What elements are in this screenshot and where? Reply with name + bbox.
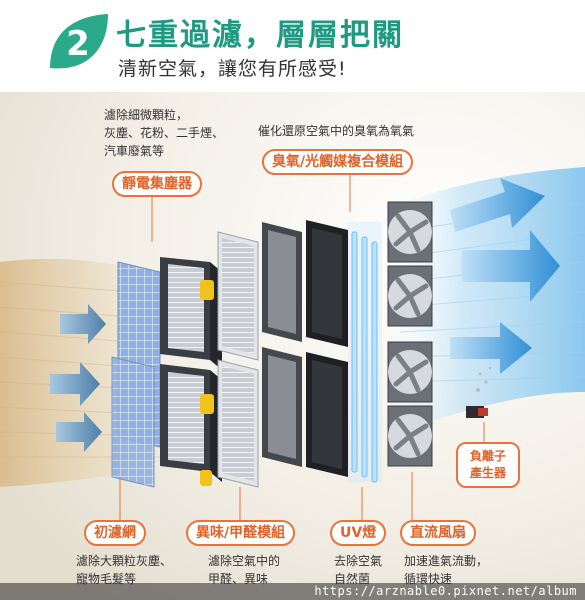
watermark-url: https://arznable0.pixnet.net/album (314, 584, 577, 598)
watermark-bar: https://arznable0.pixnet.net/album (0, 583, 585, 600)
ozone-photocatalyst-module (262, 220, 348, 477)
pre-filter-description: 濾除大顆粒灰塵、 寵物毛髮等 (76, 554, 173, 586)
ozone-label: 臭氧/光觸媒複合模組 (262, 149, 414, 175)
filter-illustration: 濾除細微顆粒， 灰塵、花粉、二手煙、 汽車廢氣等 靜電集塵器 催化還原空氣中的臭… (0, 92, 585, 600)
pre-filter (111, 261, 161, 488)
inflow-arrow (50, 362, 100, 406)
filter-diagram (0, 92, 585, 600)
header: 2 七重過濾，層層把關 清新空氣，讓您有所感受! (0, 0, 585, 92)
odor-module (217, 231, 259, 488)
uv-lamp-label: UV燈 (330, 520, 387, 546)
inflow-arrow (60, 304, 106, 344)
electrostatic-collector (160, 257, 222, 486)
odor-module-description: 濾除空氣中的 甲醛、異味 (208, 554, 281, 586)
ozone-description: 催化還原空氣中的臭氧為氧氣 (258, 124, 415, 138)
dc-fan (387, 201, 433, 467)
dc-fan-description: 加速進氣流動， 循環快速 (404, 554, 489, 586)
outflow-arrow (450, 178, 545, 232)
uv-lamp (348, 222, 382, 483)
dc-fan-label: 直流風扇 (400, 520, 476, 546)
outflow-arrow (462, 230, 560, 302)
step-number: 2 (66, 24, 90, 64)
ion-generator (466, 366, 492, 418)
pre-filter-label: 初濾網 (84, 520, 146, 546)
odor-module-label: 異味/甲醛模組 (186, 520, 296, 546)
inflow-arrow (56, 412, 102, 452)
electrostatic-label: 靜電集塵器 (112, 171, 202, 197)
ion-generator-label: 負離子 產生器 (456, 442, 520, 488)
outflow-arrow (450, 322, 532, 374)
leaf-icon (50, 14, 108, 69)
electrostatic-description: 濾除細微顆粒， 灰塵、花粉、二手煙、 汽車廢氣等 (104, 108, 225, 158)
page-title: 七重過濾，層層把關 (116, 18, 404, 53)
uv-lamp-description: 去除空氣 自然菌 (334, 554, 383, 586)
page-subtitle: 清新空氣，讓您有所感受! (118, 58, 347, 80)
